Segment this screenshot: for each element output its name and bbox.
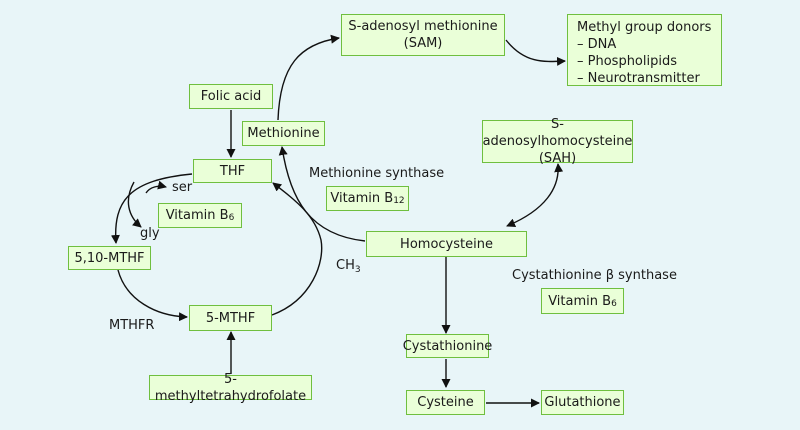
node-methyl-group-donors: Methyl group donors – DNA – Phospholipid… <box>567 14 722 86</box>
label-gly: gly <box>140 226 160 241</box>
node-thf-label: THF <box>219 163 246 179</box>
node-folic-acid-label: Folic acid <box>200 89 262 104</box>
vitamin-b6-left-sub: 6 <box>228 213 235 223</box>
node-sah-line2: (SAH) <box>538 151 577 166</box>
node-sah-line1: S-adenosylhomocysteine <box>482 117 633 149</box>
node-cystathionine: Cystathionine <box>403 334 492 358</box>
vitamin-b6-left-text: Vitamin B <box>165 208 229 223</box>
arrow-methionine-to-sam <box>277 34 340 121</box>
vitamin-b6-right-sub: 6 <box>611 298 617 309</box>
node-5-mthf-label: 5-MTHF <box>205 310 256 326</box>
methyl-donors-item-neurotransmitter: – Neurotransmitter <box>577 71 700 86</box>
node-cysteine-label: Cysteine <box>417 395 474 410</box>
node-homocysteine: Homocysteine <box>366 231 527 257</box>
node-cystathionine-label: Cystathionine <box>402 338 493 354</box>
node-5-10-mthf-label: 5,10-MTHF <box>74 250 145 266</box>
methyl-donors-title: Methyl group donors <box>577 20 712 35</box>
node-homocysteine-label: Homocysteine <box>400 236 493 252</box>
node-5-10-mthf: 5,10-MTHF <box>68 246 151 270</box>
node-5-methyltetrahydrofolate-label: 5-methyltetrahydrofolate <box>154 371 307 404</box>
arrow-gly <box>127 181 142 228</box>
node-glutathione: Glutathione <box>541 390 624 415</box>
arrow-ser <box>145 180 167 194</box>
vitamin-b12-text: Vitamin B <box>330 191 394 206</box>
methyl-donors-item-dna: – DNA <box>577 37 617 52</box>
node-5-mthf: 5-MTHF <box>189 305 272 331</box>
label-ch3-sub: 3 <box>354 265 361 275</box>
node-methionine: Methionine <box>242 121 325 146</box>
node-sah: S-adenosylhomocysteine (SAH) <box>482 117 633 166</box>
node-glutathione-label: Glutathione <box>544 395 621 410</box>
label-methionine-synthase: Methionine synthase <box>309 166 445 181</box>
label-ch3: CH3 <box>336 258 361 275</box>
label-mthfr: MTHFR <box>109 318 155 333</box>
arrow-5-10-mthf-to-5-mthf <box>117 269 188 322</box>
label-ch3-text: CH <box>336 258 355 273</box>
node-thf: THF <box>193 159 272 183</box>
arrow-homocysteine-to-methionine <box>278 146 366 242</box>
node-sam-line2: (SAM) <box>403 36 443 51</box>
arrow-sam-to-methyl-donors <box>505 39 566 66</box>
arrow-5-mthf-to-thf <box>271 182 323 316</box>
node-cysteine: Cysteine <box>406 390 485 415</box>
node-folic-acid: Folic acid <box>189 84 273 109</box>
methyl-donors-item-phospholipids: – Phospholipids <box>577 54 677 69</box>
label-ser: ser <box>172 180 193 195</box>
vitamin-b6-right-text: Vitamin B <box>548 293 612 309</box>
arrow-homocysteine-sah <box>506 163 564 228</box>
node-5-methyltetrahydrofolate: 5-methyltetrahydrofolate <box>149 372 312 404</box>
node-sam: S-adenosyl methionine (SAM) <box>341 14 505 56</box>
node-methionine-label: Methionine <box>247 126 320 141</box>
label-cystathionine-beta-synthase: Cystathionine β synthase <box>512 268 677 283</box>
node-sam-line1: S-adenosyl methionine <box>348 19 498 34</box>
vitamin-b12-sub: 12 <box>393 196 405 206</box>
